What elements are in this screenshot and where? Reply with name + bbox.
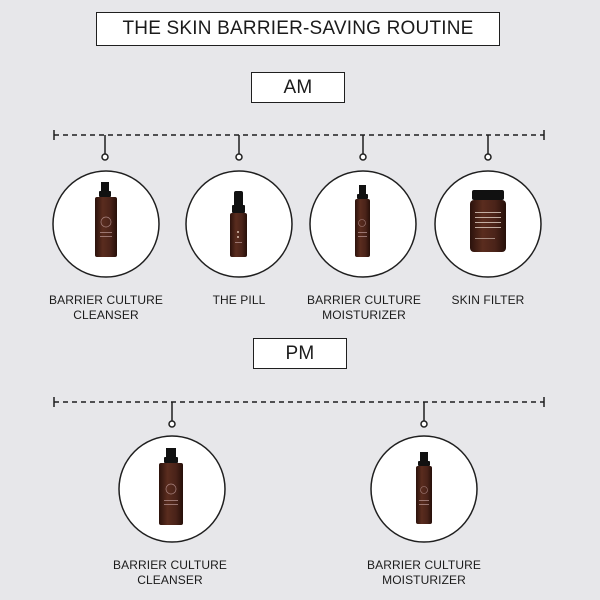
label-line: BARRIER CULTURE (367, 558, 481, 572)
moisturizer-bottle-icon (355, 185, 370, 257)
am-product-moisturizer (309, 170, 417, 278)
label-line: BARRIER CULTURE (307, 293, 421, 307)
moisturizer-bottle-icon (416, 452, 432, 524)
page-title: THE SKIN BARRIER-SAVING ROUTINE (96, 12, 500, 46)
pm-timeline (53, 397, 545, 407)
am-product-skin-filter (434, 170, 542, 278)
label-line: CLEANSER (137, 573, 203, 587)
pm-label-moisturizer: BARRIER CULTURE MOISTURIZER (354, 558, 494, 588)
supplement-jar-icon (470, 190, 506, 252)
am-timeline (53, 130, 545, 140)
label-line: CLEANSER (73, 308, 139, 322)
label-line: MOISTURIZER (322, 308, 406, 322)
pm-connectors (168, 402, 428, 428)
label-line: SKIN FILTER (451, 293, 525, 307)
label-line: MOISTURIZER (382, 573, 466, 587)
am-label-pill: THE PILL (169, 293, 309, 308)
pm-product-moisturizer (370, 435, 478, 543)
am-label-moisturizer: BARRIER CULTURE MOISTURIZER (294, 293, 434, 323)
am-product-cleanser (52, 170, 160, 278)
am-heading: AM (251, 72, 345, 103)
label-line: BARRIER CULTURE (113, 558, 227, 572)
am-label-cleanser: BARRIER CULTURE CLEANSER (36, 293, 176, 323)
pm-heading: PM (253, 338, 347, 369)
cleanser-bottle-icon (95, 182, 117, 257)
label-line: THE PILL (212, 293, 266, 307)
am-label-skin-filter: SKIN FILTER (418, 293, 558, 308)
dropper-bottle-icon (230, 191, 247, 257)
pm-product-cleanser (118, 435, 226, 543)
am-connectors (101, 135, 492, 161)
am-product-pill (185, 170, 293, 278)
cleanser-bottle-icon (159, 448, 183, 525)
pm-label-cleanser: BARRIER CULTURE CLEANSER (100, 558, 240, 588)
label-line: BARRIER CULTURE (49, 293, 163, 307)
